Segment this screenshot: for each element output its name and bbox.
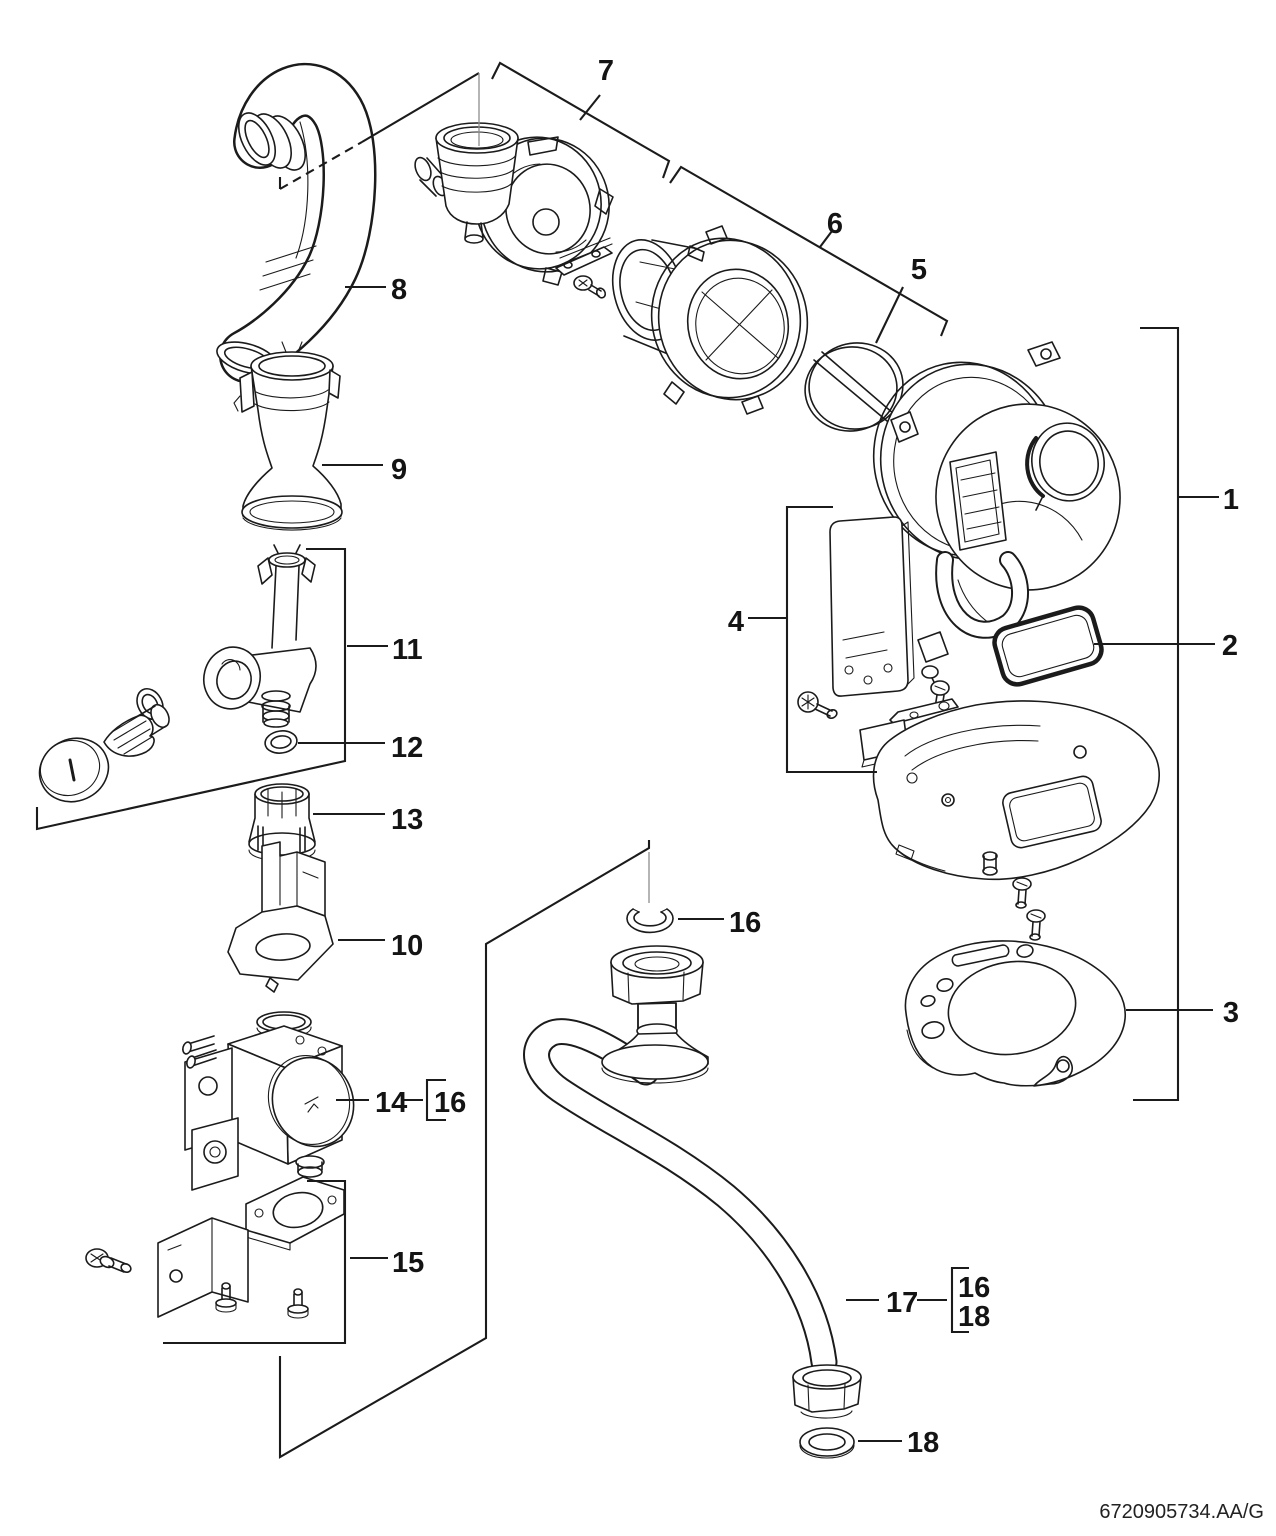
bracket-11 (35, 547, 347, 831)
callout-11: 11 (392, 634, 423, 666)
cap-disc (38, 737, 110, 803)
callout-17: 17 (886, 1287, 918, 1319)
part-2-gasket (992, 605, 1104, 687)
callout-14-ref-16: 16 (434, 1087, 466, 1119)
valve-body (203, 646, 317, 713)
part-13-collet (248, 783, 316, 862)
axis-dashed (279, 141, 363, 190)
bottom-lug (917, 631, 949, 691)
bracket-14-16 (425, 1078, 446, 1122)
top-lug (1027, 341, 1061, 367)
leader-7 (579, 94, 601, 121)
callout-12: 12 (391, 732, 423, 764)
bracket-screw (85, 1248, 132, 1273)
callout-15: 15 (392, 1247, 424, 1279)
part-3-gasket-plate (904, 940, 1126, 1087)
panel-screw (930, 680, 950, 713)
sheet-bracket (157, 1217, 249, 1318)
part-4-panel-kit (797, 516, 959, 768)
callout-labels: 7 6 5 1 2 3 4 8 9 11 12 13 10 14 16 15 1… (375, 55, 1239, 1459)
top-collar (257, 544, 316, 585)
callout-18: 18 (907, 1427, 939, 1459)
callout-17-ref-16: 16 (958, 1272, 990, 1304)
part-7-trap-assembly (414, 122, 614, 299)
part-9-venturi (233, 341, 343, 531)
part-8-elbow-pipe (216, 62, 377, 383)
part-17-gas-pipe (523, 945, 862, 1419)
part-16-o-ring (626, 908, 674, 934)
bracket-right (1133, 326, 1180, 1102)
trap-cup (435, 122, 519, 244)
callout-1: 1 (1223, 484, 1239, 516)
part-14-gas-valve (182, 1011, 355, 1191)
lower-nut (792, 1364, 862, 1419)
stud-b (287, 1288, 309, 1319)
union-nut (610, 945, 704, 1005)
callout-4: 4 (728, 606, 744, 638)
part-11-valve-assembly (38, 544, 317, 803)
callout-6: 6 (827, 208, 843, 240)
retainer-strip (555, 237, 613, 276)
connector-block (949, 451, 1007, 551)
callout-8: 8 (391, 274, 407, 306)
trap-screw (573, 275, 607, 299)
callout-14: 14 (375, 1087, 407, 1119)
callout-7: 7 (598, 55, 614, 87)
callout-9: 9 (391, 454, 407, 486)
parts-artwork (38, 62, 1160, 1459)
callout-3: 3 (1223, 997, 1239, 1029)
leader-5 (875, 286, 904, 344)
callout-5: 5 (911, 254, 927, 286)
part-6-housing (611, 225, 809, 415)
callout-16: 16 (729, 907, 761, 939)
bracket-4 (785, 505, 877, 774)
part-10-bracket (227, 841, 334, 993)
axis-solid (361, 72, 480, 143)
stud-a (215, 1282, 237, 1313)
door-screws (1012, 877, 1046, 941)
boundary-pipe-region (278, 840, 651, 1459)
threaded-plug (103, 703, 170, 757)
part-15-bracket-kit (85, 1176, 345, 1319)
bracket-17-ref (950, 1266, 969, 1334)
callout-10: 10 (391, 930, 423, 962)
bracket-7 (491, 61, 671, 179)
bracket-6 (669, 165, 949, 337)
callout-lines (35, 61, 1219, 1459)
torx-screw (797, 691, 838, 719)
flange-gasket (245, 1176, 345, 1251)
part-1-fan-assembly (872, 341, 1121, 691)
inspection-panel (829, 516, 909, 697)
solenoid-coils (184, 1047, 239, 1191)
part-5-disc (804, 342, 904, 432)
part-12-o-ring (264, 730, 298, 754)
left-lug (890, 411, 919, 443)
spigot (261, 690, 291, 728)
leader-6 (819, 230, 833, 248)
callout-17-ref-18: 18 (958, 1301, 990, 1333)
doc-number: 6720905734.AA/G (1099, 1501, 1264, 1523)
callout-13: 13 (391, 804, 423, 836)
callout-2: 2 (1222, 630, 1238, 662)
burner-door-plate (872, 700, 1160, 881)
bracket-15 (163, 1179, 347, 1345)
sense-hose-loop (935, 551, 1030, 639)
motor-port (1025, 422, 1105, 511)
inlet-stubs (182, 1035, 217, 1069)
part-18-washer (799, 1427, 855, 1459)
